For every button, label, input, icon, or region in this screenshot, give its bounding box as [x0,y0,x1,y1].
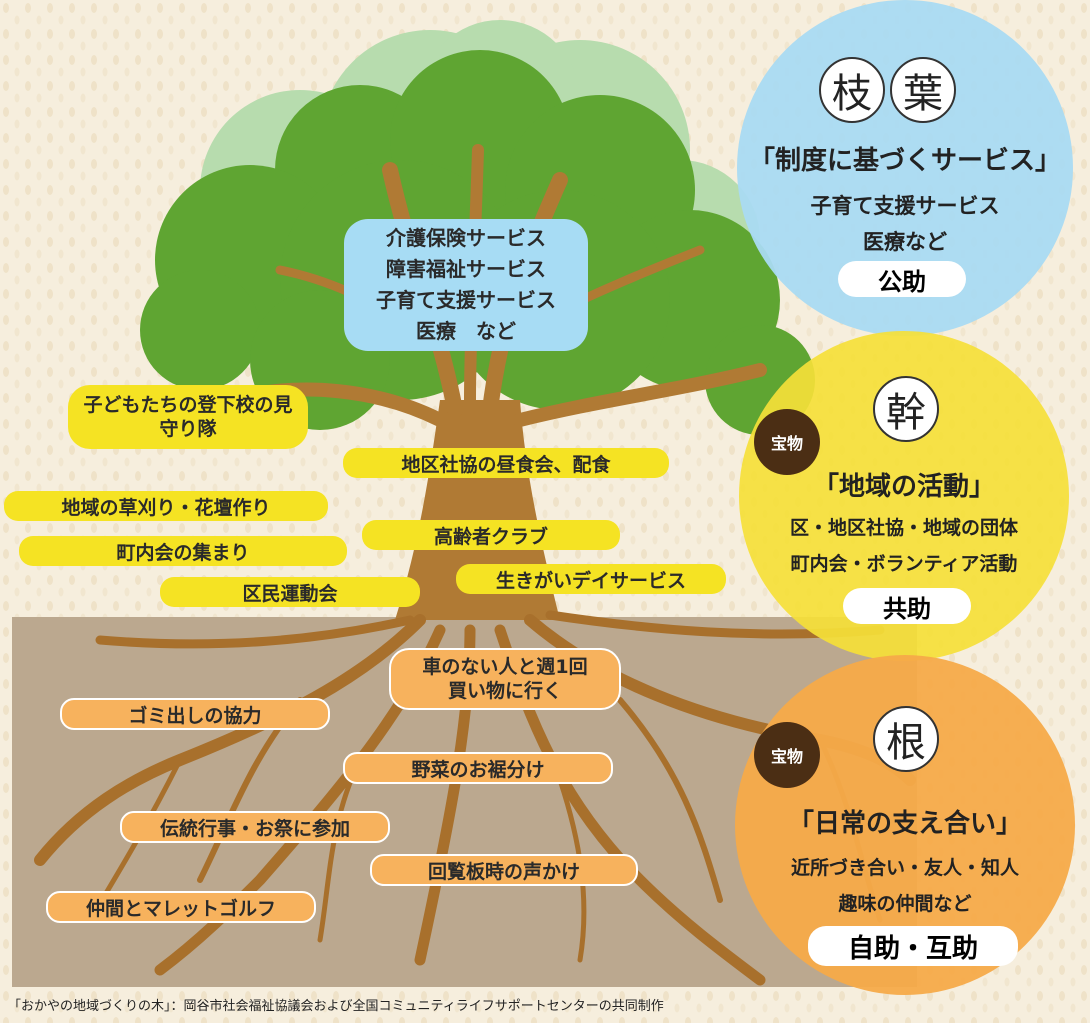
root-label-shopping: 車のない人と週1回買い物に行く [389,648,621,710]
roots-tag: 自助・互助 [808,926,1018,966]
trunk-label-lunch-meals: 地区社協の昼食会、配食 [343,448,669,478]
trunk-heading: 「地域の活動」 [812,472,995,502]
leaves-char-branch: 枝 [819,57,885,123]
root-label-vegetables: 野菜のお裾分け [343,752,613,784]
canopy-line-1: 介護保険サービス [386,226,546,250]
roots-char: 根 [873,706,939,772]
root-label-circular-board: 回覧板時の声かけ [370,854,638,886]
roots-line-2: 趣味の仲間など [838,893,972,915]
canopy-line-3: 子育て支援サービス [376,288,556,312]
leaves-line-2: 医療など [863,230,947,254]
canopy-services-label: 介護保険サービス 障害福祉サービス 子育て支援サービス 医療 など [344,219,588,351]
leaves-char-leaf: 葉 [890,57,956,123]
roots-line-1: 近所づき合い・友人・知人 [790,857,1019,879]
root-label-festival: 伝統行事・お祭に参加 [120,811,390,843]
leaves-heading: 「制度に基づくサービス」 [748,146,1061,176]
root-label-garbage: ゴミ出しの協力 [60,698,330,730]
roots-heading: 「日常の支え合い」 [787,809,1022,839]
trunk-label-day-service: 生きがいデイサービス [456,564,726,594]
root-label-mallet-golf: 仲間とマレットゴルフ [46,891,316,923]
trunk-label-school-watch: 子どもたちの登下校の見守り隊 [68,385,308,449]
trunk-label-weeding: 地域の草刈り・花壇作り [4,491,328,521]
source-caption: 「おかやの地域づくりの木」：岡谷市社会福祉協議会および全国コミュニティライフサポ… [8,999,664,1014]
trunk-label-neighborhood-gathering: 町内会の集まり [19,536,347,566]
roots-treasure-badge: 宝物 [754,722,820,788]
canopy-line-2: 障害福祉サービス [386,257,546,281]
canopy-line-4: 医療 など [416,319,516,343]
trunk-tag: 共助 [843,588,971,624]
leaves-tag: 公助 [838,261,966,297]
leaves-line-1: 子育て支援サービス [810,194,1000,218]
trunk-line-2: 町内会・ボランティア活動 [790,553,1018,575]
trunk-line-1: 区・地区社協・地域の団体 [789,517,1018,539]
trunk-label-sports-day: 区民運動会 [160,577,420,607]
trunk-treasure-badge: 宝物 [754,409,820,475]
trunk-label-elderly-club: 高齢者クラブ [362,520,620,550]
trunk-char: 幹 [873,376,939,442]
